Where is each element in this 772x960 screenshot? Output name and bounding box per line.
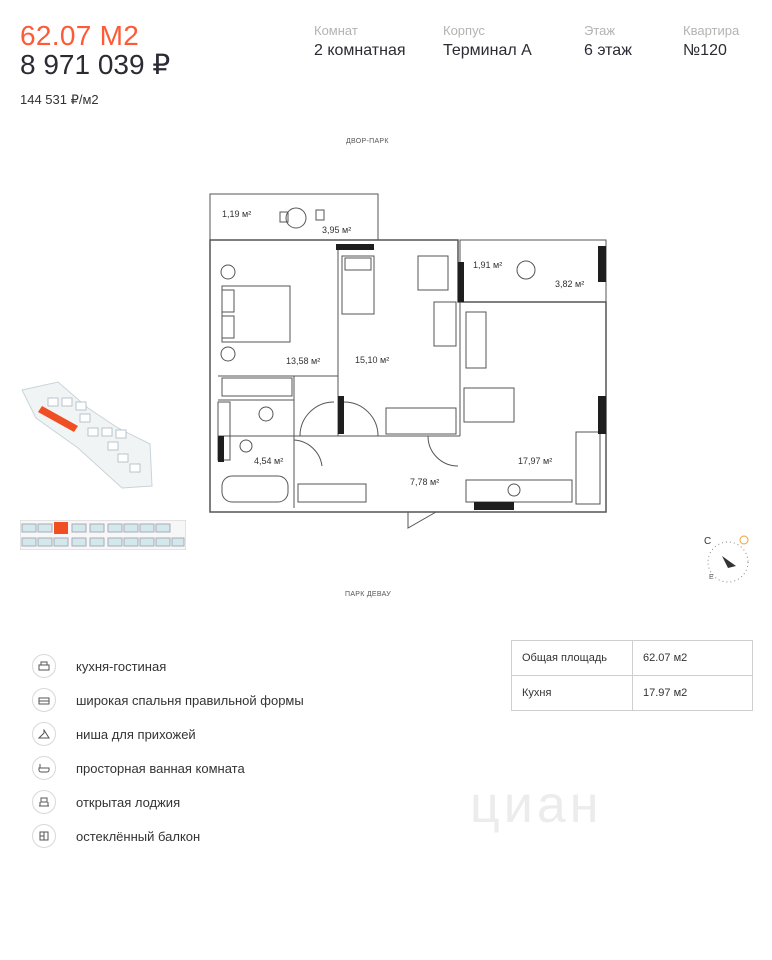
compass-icon xyxy=(707,535,749,583)
table-cell-value: 62.07 м2 xyxy=(632,640,753,676)
list-item: ниша для прихожей xyxy=(32,717,304,751)
top-side-label: ДВОР-ПАРК xyxy=(346,138,389,145)
info-table: Общая площадь 62.07 м2 Кухня 17.97 м2 xyxy=(511,640,753,711)
meta-rooms: Комнат 2 комнатная xyxy=(314,23,406,60)
meta-value: 6 этаж xyxy=(584,42,632,59)
list-item: остеклённый балкон xyxy=(32,819,304,853)
room-area-label: 17,97 м² xyxy=(518,456,553,466)
bathtub-icon xyxy=(32,756,56,780)
meta-label: Квартира xyxy=(683,23,740,38)
meta-floor: Этаж 6 этаж xyxy=(584,23,632,60)
table-cell-value: 17.97 м2 xyxy=(632,675,753,711)
watermark-logo: циан xyxy=(470,776,603,834)
meta-value: Терминал А xyxy=(443,42,532,59)
room-area-label: 1,19 м² xyxy=(222,209,252,219)
meta-value: 2 комнатная xyxy=(314,42,406,59)
compass-north-label: С xyxy=(704,536,712,547)
window-icon xyxy=(32,824,56,848)
feature-text: ниша для прихожей xyxy=(76,726,196,742)
table-cell-label: Кухня xyxy=(511,675,633,711)
table-cell-label: Общая площадь xyxy=(511,640,633,676)
meta-label: Корпус xyxy=(443,23,485,38)
feature-text: открытая лоджия xyxy=(76,794,181,810)
list-item: широкая спальня правильной формы xyxy=(32,683,304,717)
meta-value: №120 xyxy=(683,42,727,59)
table-row: Общая площадь 62.07 м2 xyxy=(511,640,753,676)
apartment-area: 62.07 М2 xyxy=(20,20,140,51)
room-area-label: 13,58 м² xyxy=(286,356,321,366)
meta-label: Этаж xyxy=(584,23,616,38)
feature-text: остеклённый балкон xyxy=(76,828,201,844)
sofa-icon xyxy=(32,654,56,678)
compass-east-label: Е xyxy=(709,574,714,581)
room-area-label: 15,10 м² xyxy=(355,355,390,365)
balcony-icon xyxy=(32,790,56,814)
meta-label: Комнат xyxy=(314,23,358,38)
loggia-outline xyxy=(459,239,607,303)
bed-icon xyxy=(32,688,56,712)
floor-selector-strip[interactable] xyxy=(20,520,186,550)
meta-apartment-number: Квартира №120 xyxy=(683,23,739,60)
room-area-label: 3,95 м² xyxy=(322,225,352,235)
features-list: кухня-гостиная широкая спальня правильно… xyxy=(32,649,304,853)
feature-text: широкая спальня правильной формы xyxy=(76,692,304,708)
bottom-side-label: ПАРК ДЕВАУ xyxy=(345,591,392,598)
feature-text: просторная ванная комната xyxy=(76,760,245,776)
list-item: кухня-гостиная xyxy=(32,649,304,683)
list-item: просторная ванная комната xyxy=(32,751,304,785)
price-per-m2: 144 531 ₽/м2 xyxy=(20,92,99,107)
floor-plan[interactable] xyxy=(0,0,772,620)
apartment-outline xyxy=(209,239,607,513)
room-area-label: 7,78 м² xyxy=(410,477,440,487)
feature-text: кухня-гостиная xyxy=(76,658,167,674)
meta-building: Корпус Терминал А xyxy=(443,23,532,60)
room-area-label: 3,82 м² xyxy=(555,279,585,289)
list-item: открытая лоджия xyxy=(32,785,304,819)
apartment-price: 8 971 039 ₽ xyxy=(20,49,171,80)
table-row: Кухня 17.97 м2 xyxy=(511,675,753,711)
site-map[interactable] xyxy=(18,378,158,490)
room-area-label: 1,91 м² xyxy=(473,260,503,270)
hanger-icon xyxy=(32,722,56,746)
room-area-label: 4,54 м² xyxy=(254,456,284,466)
